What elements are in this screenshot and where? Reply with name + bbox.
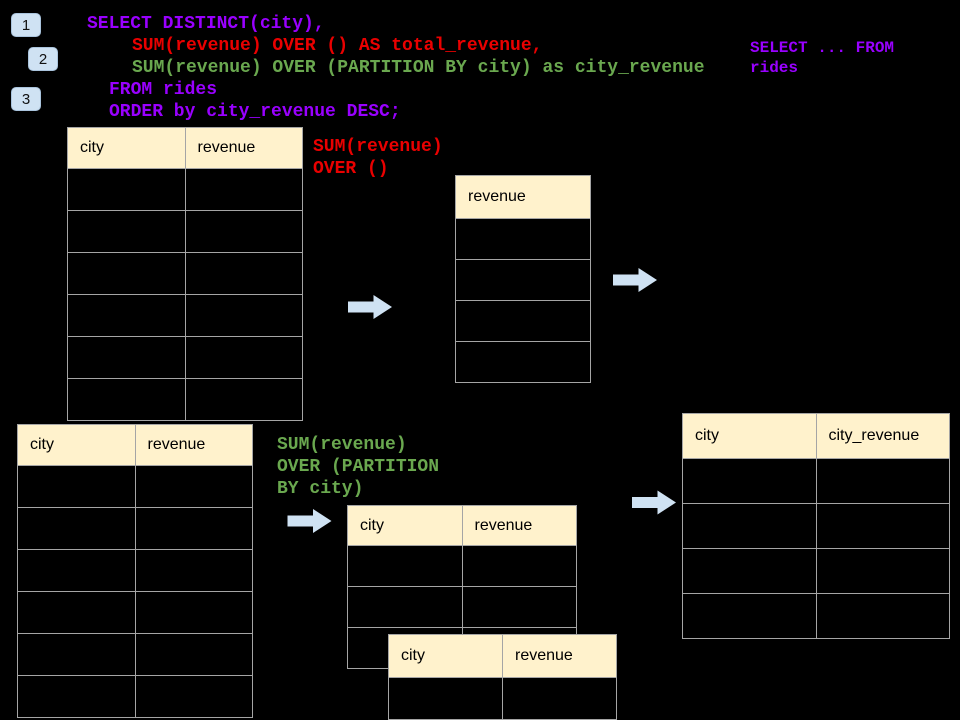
- table-cell: [683, 504, 816, 548]
- table-cell: [18, 676, 135, 717]
- column-header-city: city: [348, 506, 462, 545]
- column-header-city_revenue: city_revenue: [816, 414, 949, 458]
- label-sum-over-empty: SUM(revenue)OVER (): [313, 136, 443, 180]
- flow-arrow-4: [632, 490, 676, 515]
- column-header-revenue: revenue: [456, 176, 590, 218]
- side-note-line-1: SELECT ... FROM: [750, 39, 895, 57]
- table-cell: [683, 459, 816, 503]
- table-cell: [816, 594, 949, 638]
- table-cell: [503, 678, 616, 719]
- step-badge-1: 1: [11, 13, 41, 37]
- table-cell: [462, 587, 576, 627]
- table-cell: [348, 546, 462, 586]
- table-cell: [185, 211, 302, 252]
- sql-line-order-by: ORDER by city_revenue DESC;: [109, 102, 401, 122]
- table-cell: [135, 550, 252, 591]
- table-cell: [68, 169, 185, 210]
- table-cell: [18, 508, 135, 549]
- table-cell: [185, 337, 302, 378]
- side-note-select-from-rides: SELECT ... FROM rides: [750, 38, 894, 78]
- table-cell: [683, 549, 816, 593]
- sql-line-select: SELECT DISTINCT(city),: [87, 14, 325, 34]
- table-cell: [348, 587, 462, 627]
- label-partition-line-2: OVER (PARTITION: [277, 457, 440, 477]
- arrow-right-icon: [613, 268, 657, 292]
- table-cell: [18, 634, 135, 675]
- step-badge-3: 3: [11, 87, 41, 111]
- table-cell: [185, 169, 302, 210]
- table-cell: [683, 594, 816, 638]
- table-cell: [68, 337, 185, 378]
- table-cell: [816, 549, 949, 593]
- column-header-city: city: [68, 128, 185, 168]
- table-cell: [456, 219, 590, 259]
- label-partition-line-3: BY city): [277, 479, 364, 499]
- column-header-city: city: [683, 414, 816, 458]
- table-cell: [68, 295, 185, 336]
- table-cell: [135, 508, 252, 549]
- table-cell: [18, 466, 135, 507]
- table-cell: [185, 253, 302, 294]
- table-cell: [185, 295, 302, 336]
- table-cell: [68, 211, 185, 252]
- table-cell: [456, 301, 590, 341]
- table-cell: [456, 260, 590, 300]
- table-cell: [135, 634, 252, 675]
- flow-arrow-3: [287, 509, 332, 533]
- table-cell: [68, 379, 185, 420]
- table-cell: [816, 459, 949, 503]
- table-cell: [462, 546, 576, 586]
- side-note-line-2: rides: [750, 59, 799, 77]
- sql-line-total-revenue: SUM(revenue) OVER () AS total_revenue,: [132, 36, 543, 56]
- table-cell: [18, 550, 135, 591]
- sql-line-city-revenue: SUM(revenue) OVER (PARTITION BY city) as…: [132, 58, 705, 78]
- table-total-revenue: revenue: [455, 175, 591, 383]
- table-cell: [456, 342, 590, 382]
- table-cell: [185, 379, 302, 420]
- table-cell: [68, 253, 185, 294]
- arrow-right-icon: [632, 490, 676, 515]
- table-cell: [816, 504, 949, 548]
- label-partition-line-1: SUM(revenue): [277, 435, 407, 455]
- column-header-revenue: revenue: [135, 425, 252, 465]
- column-header-revenue: revenue: [503, 635, 616, 677]
- column-header-city: city: [18, 425, 135, 465]
- table-cell: [18, 592, 135, 633]
- column-header-revenue: revenue: [185, 128, 302, 168]
- sql-line-from: FROM rides: [109, 80, 218, 100]
- column-header-revenue: revenue: [462, 506, 576, 545]
- flow-arrow-2: [613, 268, 657, 292]
- step-badge-2: 2: [28, 47, 58, 71]
- table-cell: [389, 678, 502, 719]
- label-total-line-2: OVER (): [313, 159, 389, 179]
- arrow-right-icon: [348, 295, 392, 319]
- table-cell: [135, 466, 252, 507]
- column-header-city: city: [389, 635, 502, 677]
- arrow-right-icon: [287, 509, 332, 533]
- table-cell: [135, 676, 252, 717]
- label-total-line-1: SUM(revenue): [313, 137, 443, 157]
- flow-arrow-1: [348, 295, 392, 319]
- table-cell: [135, 592, 252, 633]
